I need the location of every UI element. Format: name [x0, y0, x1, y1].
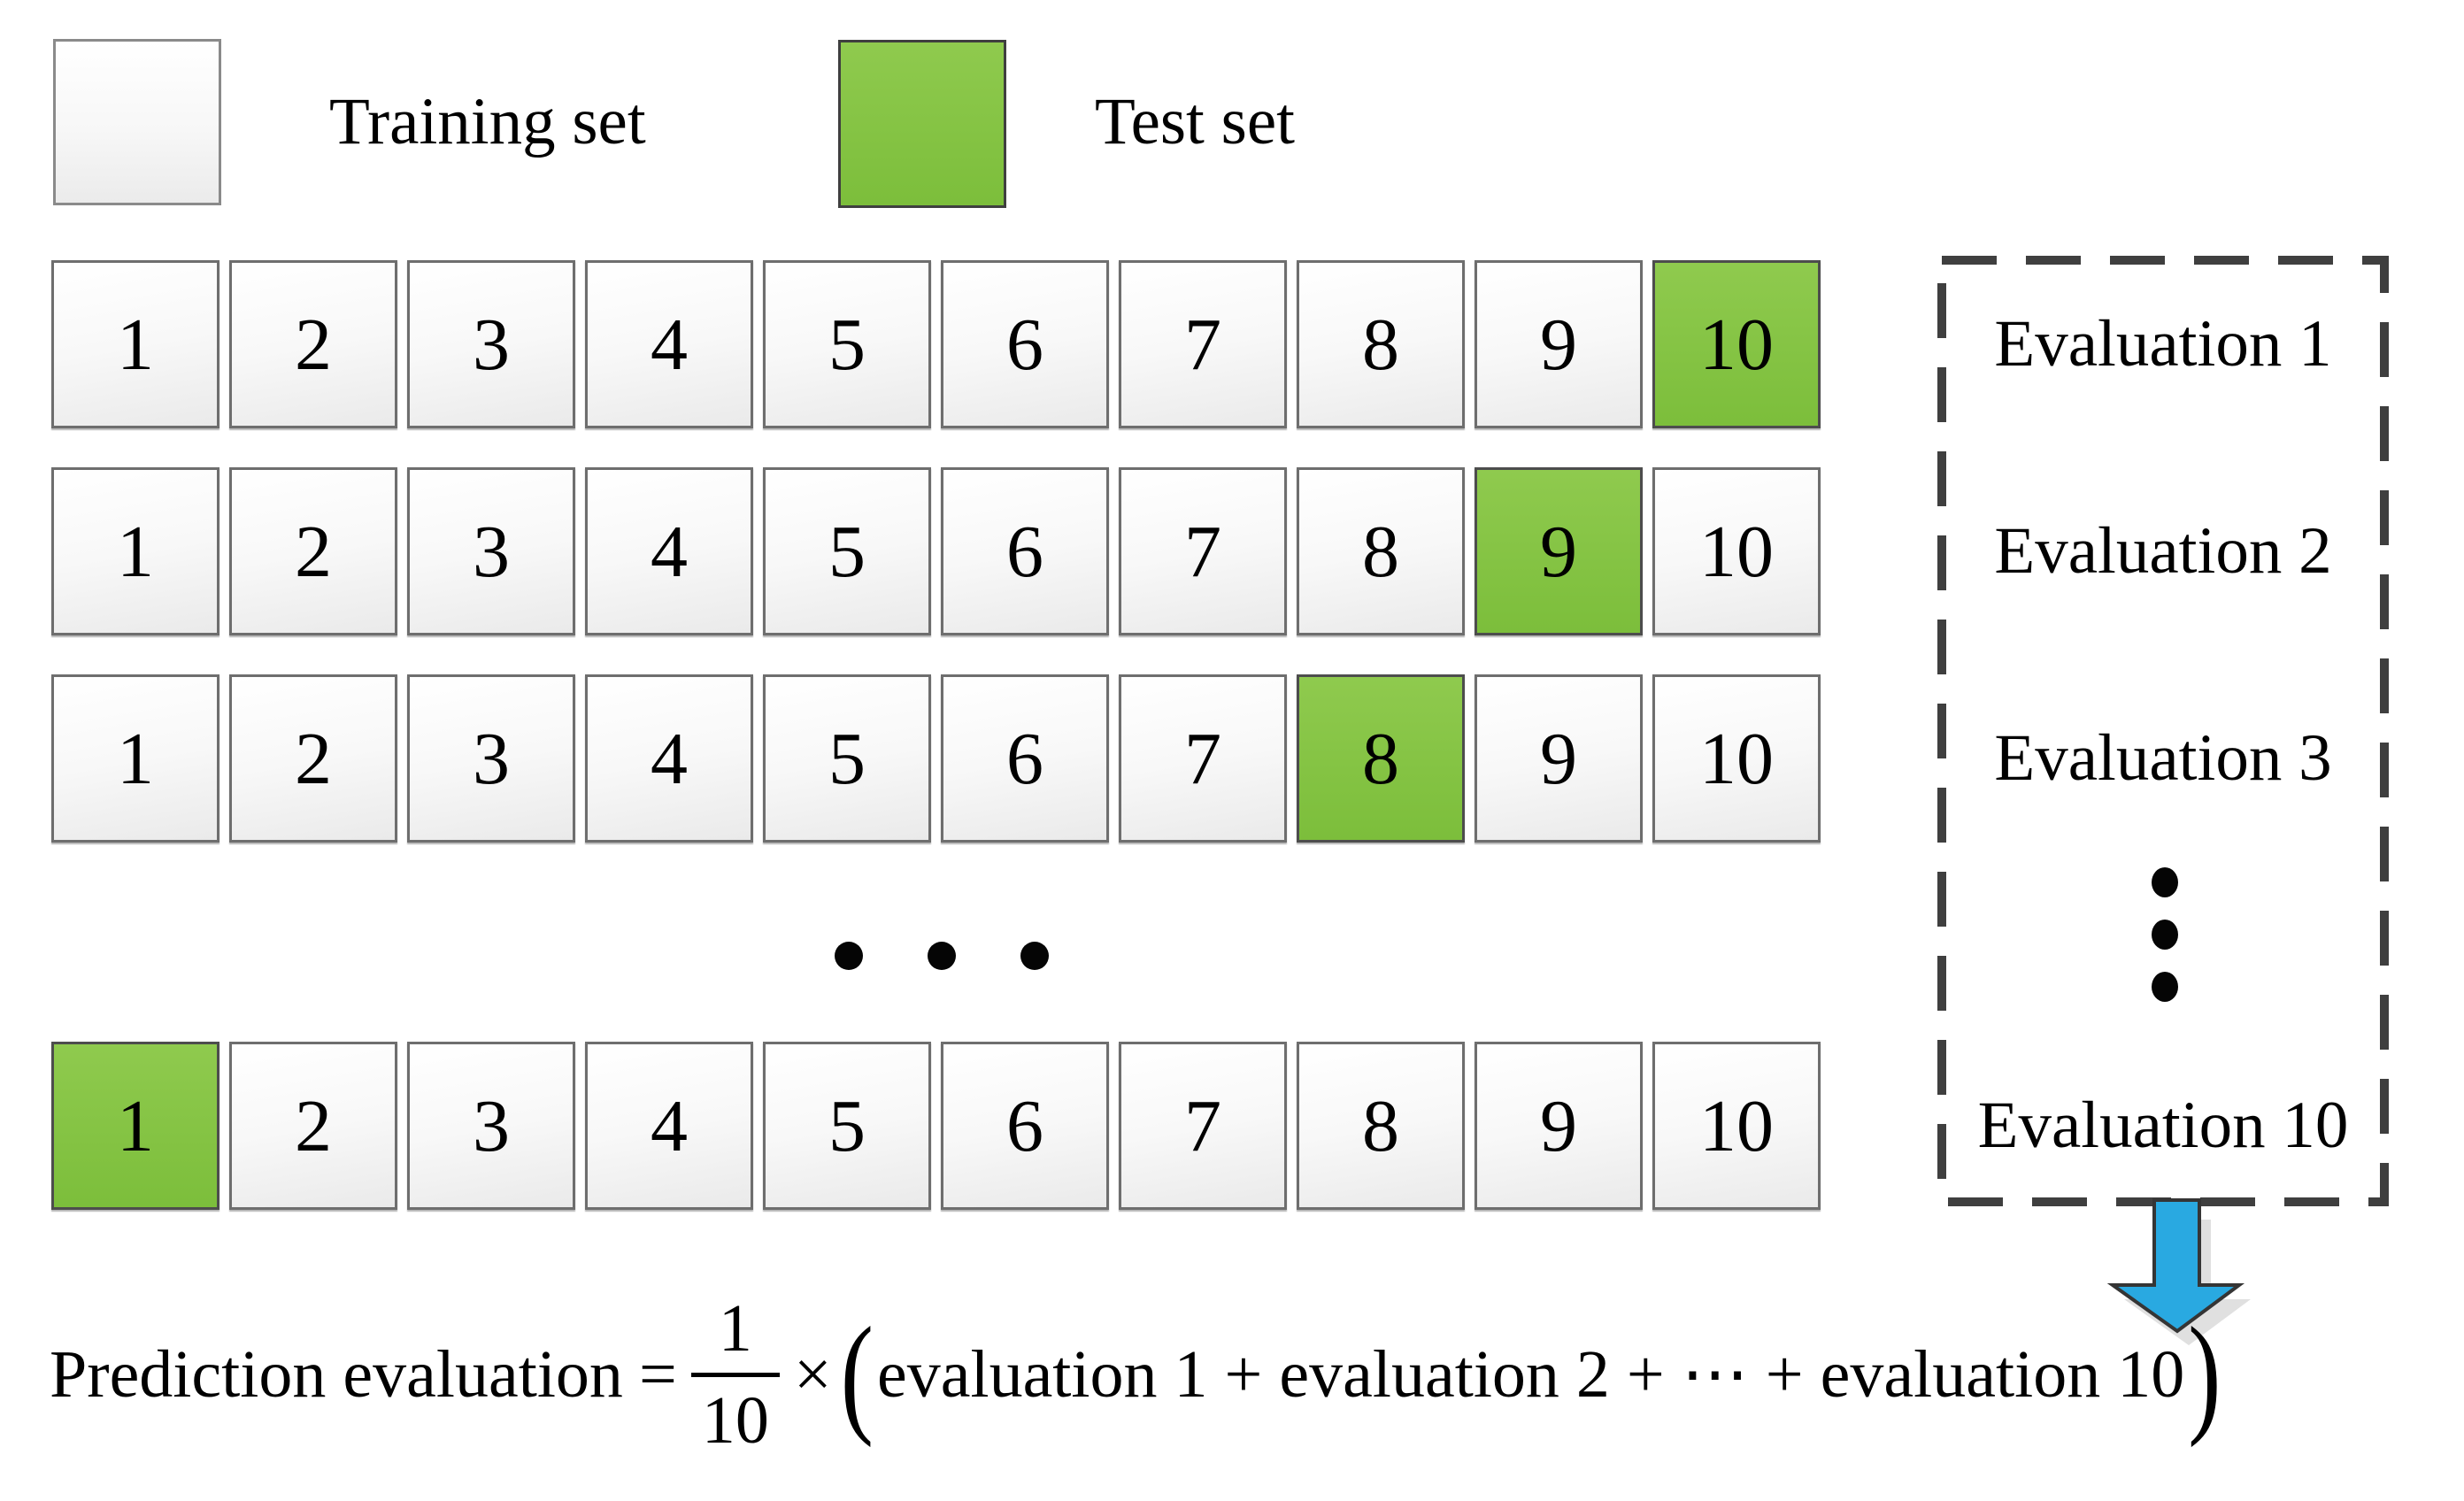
hidden-evaluations-ellipsis-dots: [2152, 867, 2178, 1002]
fold-cell-training: 8: [1297, 260, 1465, 428]
fold-cell-training: 9: [1475, 674, 1643, 843]
ellipsis-dot: [835, 942, 863, 970]
fold-cell-training: 4: [585, 260, 753, 428]
fold-cell-training: 4: [585, 467, 753, 635]
fold-cell-training: 1: [51, 467, 219, 635]
fold-cell-training: 2: [229, 1042, 397, 1210]
ellipsis-dot: [2152, 920, 2178, 950]
fold-cell-training: 7: [1119, 1042, 1287, 1210]
fold-cell-training: 1: [51, 674, 219, 843]
fold-cell-training: 3: [407, 260, 575, 428]
ellipsis-dot: [2152, 867, 2178, 897]
evaluation-label: Evaluation 2: [1994, 514, 2332, 588]
ellipsis-dot: [928, 942, 956, 970]
fold-cell-training: 7: [1119, 674, 1287, 843]
fold-cell-training: 2: [229, 674, 397, 843]
fold-cell-training: 3: [407, 1042, 575, 1210]
fold-cell-training: 7: [1119, 467, 1287, 635]
fold-cell-test: 8: [1297, 674, 1465, 843]
fraction-bar: [690, 1372, 780, 1377]
fold-cell-training: 5: [763, 467, 931, 635]
fold-cell-training: 7: [1119, 260, 1287, 428]
fold-cell-training: 2: [229, 260, 397, 428]
training-set-label: Training set: [329, 85, 646, 158]
fold-cell-training: 6: [941, 467, 1109, 635]
fold-cell-training: 5: [763, 674, 931, 843]
formula-sum-terms: evaluation 1 + evaluation 2 + ⋯ + evalua…: [876, 1337, 2185, 1412]
fold-cell-training: 9: [1475, 260, 1643, 428]
fold-cell-training: 4: [585, 674, 753, 843]
fold-cell-training: 5: [763, 1042, 931, 1210]
fold-cell-training: 10: [1652, 467, 1821, 635]
formula-lhs: Prediction evaluation: [50, 1337, 623, 1412]
fold-cell-training: 4: [585, 1042, 753, 1210]
ellipsis-dot: [1020, 942, 1049, 970]
evaluation-label: Evaluation 1: [1994, 307, 2332, 381]
evaluation-label: Evaluation 3: [1994, 721, 2332, 795]
fold-cell-training: 6: [941, 674, 1109, 843]
fold-cell-training: 3: [407, 467, 575, 635]
fold-cell-training: 6: [941, 260, 1109, 428]
test-set-swatch: [838, 40, 1006, 208]
fold-cell-training: 10: [1652, 1042, 1821, 1210]
ellipsis-dot: [2152, 972, 2178, 1002]
fold-cell-training: 6: [941, 1042, 1109, 1210]
multiplication-sign: ×: [793, 1337, 832, 1412]
fold-cell-training: 8: [1297, 467, 1465, 635]
fold-cell-training: 1: [51, 260, 219, 428]
down-arrow-icon: [2106, 1198, 2251, 1345]
hidden-rows-ellipsis-dots: [835, 942, 1049, 970]
equals-sign: =: [638, 1337, 677, 1412]
training-set-swatch: [53, 39, 221, 205]
fold-cell-training: 2: [229, 467, 397, 635]
fraction-denominator: 10: [701, 1382, 769, 1458]
fold-cell-test: 1: [51, 1042, 219, 1210]
fold-cell-training: 5: [763, 260, 931, 428]
fold-cell-training: 3: [407, 674, 575, 843]
fold-cell-test: 10: [1652, 260, 1821, 428]
fraction-one-tenth: 1 10: [690, 1291, 780, 1458]
test-set-label: Test set: [1095, 85, 1295, 158]
prediction-formula: Prediction evaluation = 1 10 × ( evaluat…: [50, 1291, 2221, 1458]
fold-cell-training: 8: [1297, 1042, 1465, 1210]
evaluation-label: Evaluation 10: [1977, 1089, 2349, 1162]
fraction-numerator: 1: [718, 1291, 752, 1366]
fold-cell-training: 9: [1475, 1042, 1643, 1210]
fold-cell-training: 10: [1652, 674, 1821, 843]
fold-cell-test: 9: [1475, 467, 1643, 635]
